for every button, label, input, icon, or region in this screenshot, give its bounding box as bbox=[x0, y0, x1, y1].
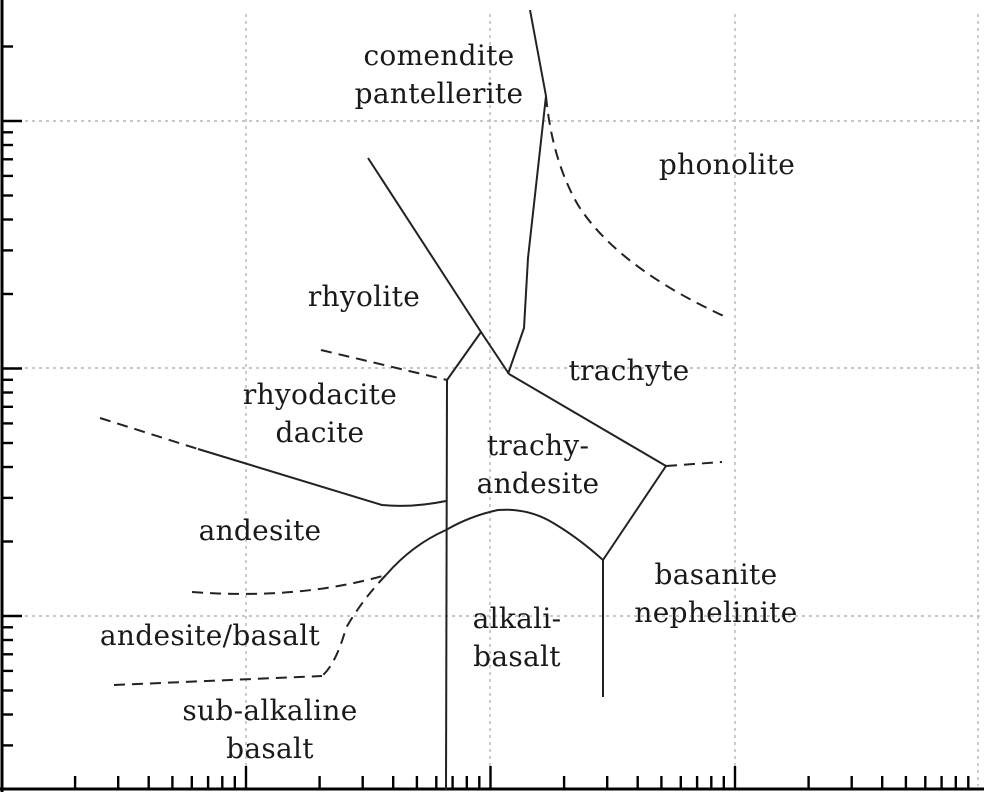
boundary-trachyte-basanite-ext bbox=[665, 461, 723, 467]
boundaries-dashed bbox=[99, 95, 729, 686]
label-basanite-nephelinite: basanite nephelinite bbox=[624, 556, 808, 632]
boundary-rhyolite-trachyandesite bbox=[446, 330, 510, 381]
label-andesite-basalt: andesite/basalt bbox=[96, 617, 324, 655]
label-phonolite-text: phonolite bbox=[658, 148, 796, 181]
label-andesite-text: andesite bbox=[198, 514, 322, 547]
boundaries-solid bbox=[197, 9, 667, 791]
label-rhyodacite-dacite: rhyodacite dacite bbox=[236, 376, 404, 452]
boundary-dacite-andesite bbox=[197, 448, 447, 507]
label-comendite: comendite bbox=[363, 39, 515, 72]
boundary-basalt-upper bbox=[321, 574, 387, 677]
label-trachy: trachy- bbox=[486, 429, 590, 462]
y-axis-ticks bbox=[2, 45, 22, 747]
boundary-rhyolite-dacite bbox=[320, 349, 448, 381]
label-subalkaline: sub-alkaline bbox=[182, 694, 358, 727]
boundary-andesite-basalt bbox=[191, 574, 387, 595]
label-subalkaline-basalt-text: basalt bbox=[226, 732, 314, 765]
label-andesite: andesite bbox=[192, 512, 328, 550]
boundary-trachyandesite-basanite bbox=[602, 465, 667, 561]
label-nephelinite: nephelinite bbox=[634, 596, 798, 629]
label-trachyandesite: trachy- andesite bbox=[468, 427, 608, 503]
boundary-comendite-trachyte bbox=[507, 9, 548, 375]
label-subalkaline-basalt: sub-alkaline basalt bbox=[170, 692, 370, 768]
label-trachyte: trachyte bbox=[563, 352, 695, 390]
grid bbox=[4, 14, 984, 786]
x-axis-ticks bbox=[73, 766, 970, 789]
boundary-dacite-andesite-ext bbox=[99, 417, 199, 450]
label-pantellerite: pantellerite bbox=[354, 77, 524, 110]
label-alkali: alkali- bbox=[472, 602, 562, 635]
label-rhyolite: rhyolite bbox=[296, 278, 432, 316]
boundary-rhyolite-trachyte bbox=[367, 157, 482, 333]
boundary-phonolite-trachyte bbox=[545, 95, 729, 319]
label-phonolite: phonolite bbox=[652, 146, 802, 184]
label-alkali-basalt-text: basalt bbox=[473, 640, 561, 673]
label-andesite-basalt-text: andesite/basalt bbox=[99, 619, 321, 652]
label-rhyolite-text: rhyolite bbox=[307, 280, 421, 313]
boundary-trachyte-trachyandesite bbox=[508, 373, 667, 467]
label-dacite: dacite bbox=[275, 416, 365, 449]
label-trachyte-text: trachyte bbox=[568, 354, 690, 387]
label-rhyodacite: rhyodacite bbox=[242, 378, 398, 411]
boundary-basalt-lower bbox=[113, 675, 323, 686]
label-trachy-andesite: andesite bbox=[476, 467, 600, 500]
label-comendite-pantellerite: comendite pantellerite bbox=[351, 37, 527, 113]
boundary-trachyandesite-alkali-basalt bbox=[385, 508, 604, 576]
boundary-subalkaline-alkaline bbox=[445, 379, 448, 791]
label-alkali-basalt: alkali- basalt bbox=[458, 600, 576, 676]
label-basanite: basanite bbox=[654, 558, 778, 591]
